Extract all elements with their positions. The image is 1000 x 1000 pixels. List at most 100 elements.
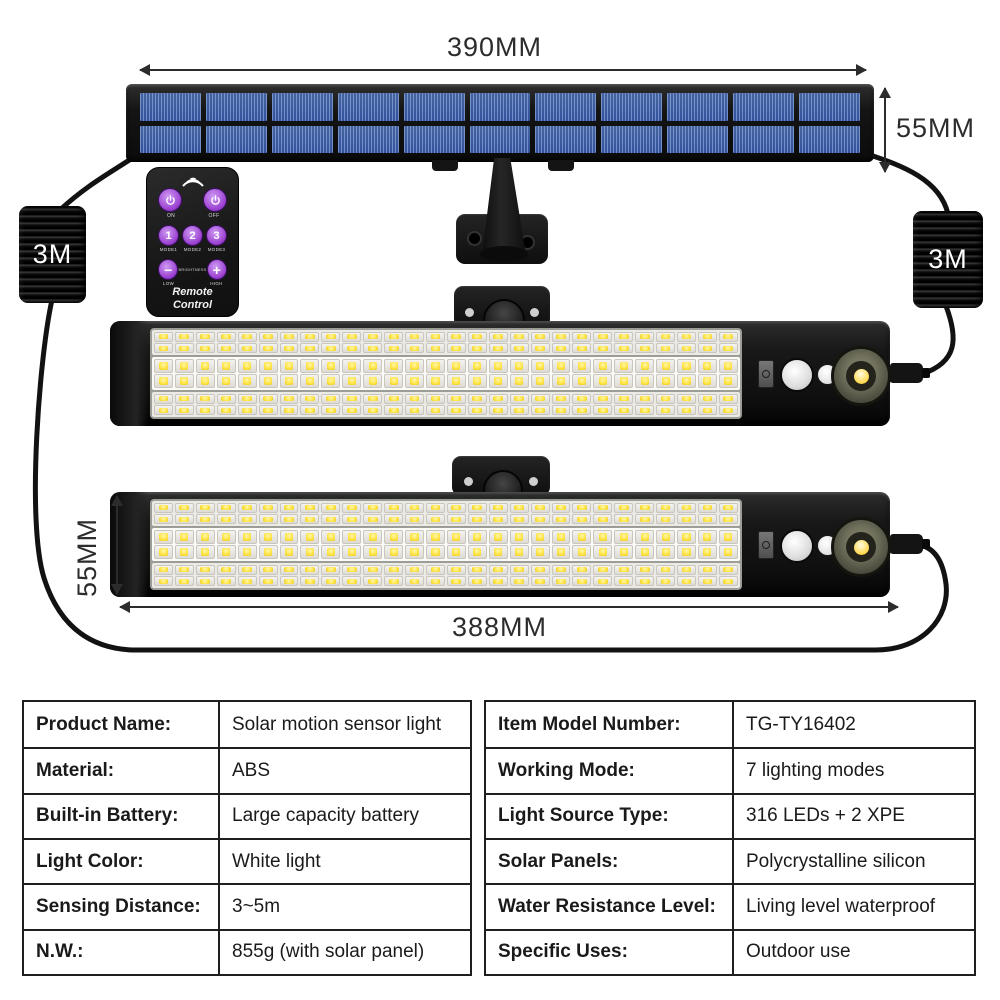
led-cell bbox=[237, 343, 257, 354]
light-width-arrow bbox=[119, 601, 899, 613]
spec-label: Solar Panels: bbox=[486, 839, 734, 884]
led-cell bbox=[405, 405, 424, 416]
led-cell bbox=[425, 393, 445, 404]
led-cell bbox=[593, 545, 613, 560]
led-cell bbox=[446, 405, 466, 416]
spec-table-left: Product Name:Solar motion sensor light M… bbox=[22, 700, 472, 976]
led-cell bbox=[195, 529, 215, 544]
light-width-label: 388MM bbox=[452, 612, 548, 642]
led-cell bbox=[363, 358, 383, 373]
led-cell bbox=[258, 529, 278, 544]
led-cell bbox=[321, 358, 341, 373]
led-cell bbox=[718, 343, 738, 354]
led-cell bbox=[425, 529, 445, 544]
led-cell bbox=[656, 514, 676, 525]
led-cell bbox=[363, 343, 383, 354]
spec-label: Specific Uses: bbox=[486, 930, 734, 974]
led-cell bbox=[237, 529, 257, 544]
led-cell bbox=[425, 405, 445, 416]
led-cell bbox=[551, 564, 571, 575]
lens-inner bbox=[846, 532, 876, 562]
led-cell bbox=[384, 358, 404, 373]
led-cell bbox=[467, 576, 487, 587]
led-cell bbox=[467, 358, 487, 373]
led-cell bbox=[279, 331, 299, 342]
led-cell bbox=[216, 405, 236, 416]
led-cell bbox=[718, 405, 738, 416]
solar-cell bbox=[799, 93, 860, 121]
led-cell bbox=[195, 393, 215, 404]
led-cell bbox=[405, 374, 424, 389]
cable-length-label: 3M bbox=[928, 244, 968, 274]
cable-left-coil-to-lower-light bbox=[32, 297, 949, 653]
table-row: Light Color:White light bbox=[24, 837, 470, 884]
led-cell bbox=[488, 545, 508, 560]
led-cell bbox=[195, 502, 215, 513]
led-cell bbox=[530, 358, 550, 373]
led-cell bbox=[154, 358, 173, 373]
led-cell bbox=[697, 529, 717, 544]
led-cell bbox=[216, 343, 236, 354]
spotlight-lens bbox=[831, 517, 891, 577]
led-cell bbox=[697, 545, 717, 560]
led-cell bbox=[656, 564, 676, 575]
solar-cell bbox=[535, 93, 597, 121]
spotlight-lens bbox=[831, 346, 891, 406]
led-cell bbox=[279, 564, 299, 575]
led-cell bbox=[342, 576, 362, 587]
led-cell bbox=[384, 545, 404, 560]
low-label: LOW bbox=[162, 281, 175, 286]
led-cell bbox=[216, 545, 236, 560]
led-cell bbox=[446, 529, 466, 544]
lens-inner bbox=[846, 361, 876, 391]
table-row: Sensing Distance:3~5m bbox=[24, 883, 470, 929]
led-cell bbox=[384, 393, 404, 404]
led-cell bbox=[677, 545, 696, 560]
led-cell bbox=[384, 576, 404, 587]
led-cell bbox=[572, 529, 592, 544]
led-cell bbox=[551, 374, 571, 389]
led-cell bbox=[342, 502, 362, 513]
led-cell bbox=[237, 576, 257, 587]
spec-value: White light bbox=[232, 850, 321, 872]
spec-label: Water Resistance Level: bbox=[486, 885, 734, 929]
led-cell bbox=[237, 405, 257, 416]
led-cell bbox=[677, 405, 696, 416]
brightness-minus-button: − bbox=[158, 259, 179, 280]
led-cell bbox=[425, 331, 445, 342]
led-cell bbox=[363, 564, 383, 575]
led-cell bbox=[551, 343, 571, 354]
led-cell bbox=[509, 393, 529, 404]
led-cell bbox=[656, 405, 676, 416]
led-cell bbox=[237, 502, 257, 513]
led-cell bbox=[216, 331, 236, 342]
led-cell bbox=[258, 393, 278, 404]
led-cell bbox=[718, 393, 738, 404]
led-cell bbox=[216, 358, 236, 373]
mode3-label: MODE3 bbox=[207, 247, 226, 252]
led-cell bbox=[363, 374, 383, 389]
solar-cell bbox=[535, 125, 597, 153]
led-cell bbox=[572, 502, 592, 513]
led-cell bbox=[174, 405, 194, 416]
mode2-label: MODE2 bbox=[183, 247, 202, 252]
spec-value: Polycrystalline silicon bbox=[746, 850, 926, 872]
led-cell bbox=[635, 331, 655, 342]
led-cell bbox=[363, 405, 383, 416]
led-cell bbox=[258, 545, 278, 560]
led-cell bbox=[697, 374, 717, 389]
power-off-button bbox=[203, 188, 227, 212]
cable-panel-to-right-coil bbox=[861, 150, 951, 217]
led-cell bbox=[488, 374, 508, 389]
mount-collar bbox=[480, 246, 528, 262]
led-cell bbox=[614, 374, 634, 389]
led-cell bbox=[405, 529, 424, 544]
led-cell bbox=[384, 374, 404, 389]
solar-cell bbox=[469, 93, 531, 121]
led-cell bbox=[656, 331, 676, 342]
led-cell bbox=[154, 564, 173, 575]
led-cell bbox=[614, 576, 634, 587]
led-cell bbox=[446, 331, 466, 342]
led-cell bbox=[677, 514, 696, 525]
led-cell bbox=[425, 502, 445, 513]
